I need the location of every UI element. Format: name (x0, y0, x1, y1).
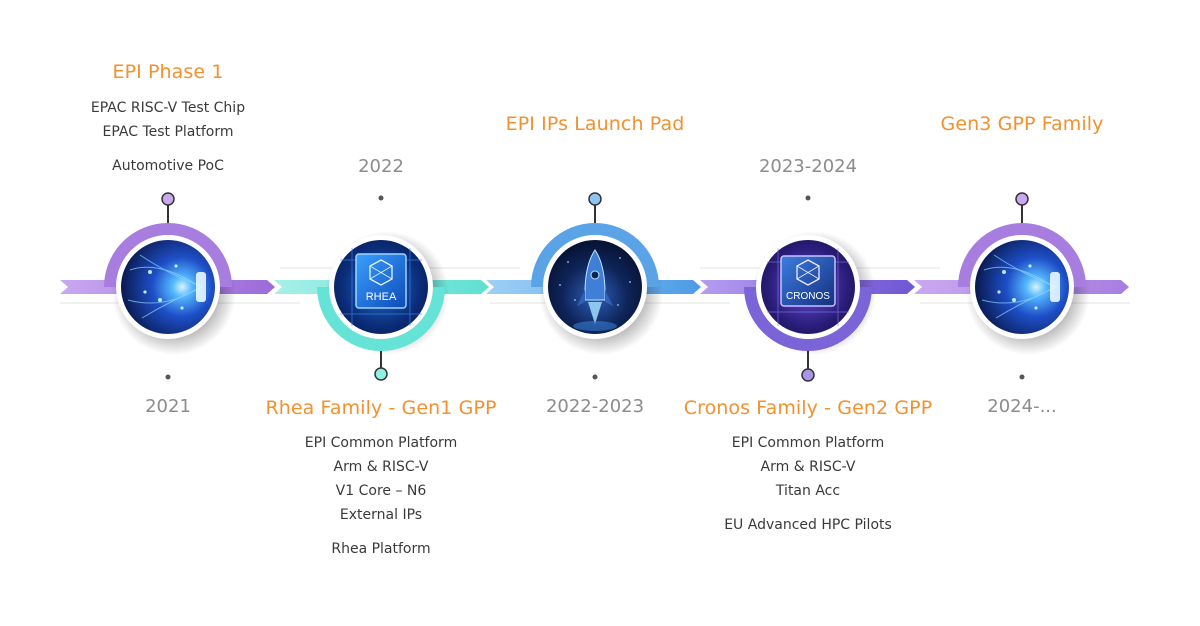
milestone-item: Arm & RISC-V (333, 459, 429, 475)
milestone-node-2: RHEA (317, 231, 449, 355)
milestone-title-launch-pad: EPI IPs Launch Pad (505, 113, 685, 135)
cronos-chip-label: CRONOS (786, 291, 830, 302)
connectors (161, 192, 1029, 382)
milestone-year-2023-2024: 2023-2024 (758, 156, 858, 177)
neural-chip-image (975, 240, 1069, 334)
milestone-year-2022: 2022 (358, 156, 404, 177)
milestone-item: EPI Common Platform (304, 435, 458, 451)
milestone-node-3 (531, 223, 663, 355)
milestone-items-epi-phase-1: EPAC RISC-V Test Chip EPAC Test Platform… (91, 96, 245, 178)
milestone-title-rhea: Rhea Family - Gen1 GPP (265, 397, 497, 419)
milestone-item: EPI Common Platform (731, 435, 885, 451)
milestone-item: EPAC RISC-V Test Chip (90, 100, 246, 116)
milestone-item: V1 Core – N6 (335, 483, 427, 499)
rhea-chip-label: RHEA (366, 291, 397, 303)
milestone-node-4: CRONOS (744, 231, 876, 355)
milestone-items-rhea: EPI Common Platform Arm & RISC-V V1 Core… (305, 431, 457, 561)
milestone-item: External IPs (339, 507, 423, 523)
milestone-year-2022-2023: 2022-2023 (545, 396, 645, 417)
milestone-title-epi-phase-1: EPI Phase 1 (112, 61, 224, 83)
milestone-item: EPAC Test Platform (102, 124, 234, 140)
milestone-title-gen3: Gen3 GPP Family (940, 113, 1104, 135)
milestone-item: EU Advanced HPC Pilots (724, 517, 892, 533)
milestone-item: Automotive PoC (112, 158, 224, 174)
milestone-item: Titan Acc (775, 483, 841, 499)
milestone-items-cronos: EPI Common Platform Arm & RISC-V Titan A… (724, 431, 892, 537)
milestone-title-cronos: Cronos Family - Gen2 GPP (683, 397, 933, 419)
milestone-node-5 (958, 223, 1090, 355)
milestone-item: Rhea Platform (331, 541, 431, 557)
milestone-year-2024: 2024-... (987, 396, 1057, 417)
milestone-year-2021: 2021 (145, 396, 191, 417)
milestone-node-1 (104, 223, 236, 355)
milestone-item: Arm & RISC-V (760, 459, 856, 475)
neural-chip-image (121, 240, 215, 334)
